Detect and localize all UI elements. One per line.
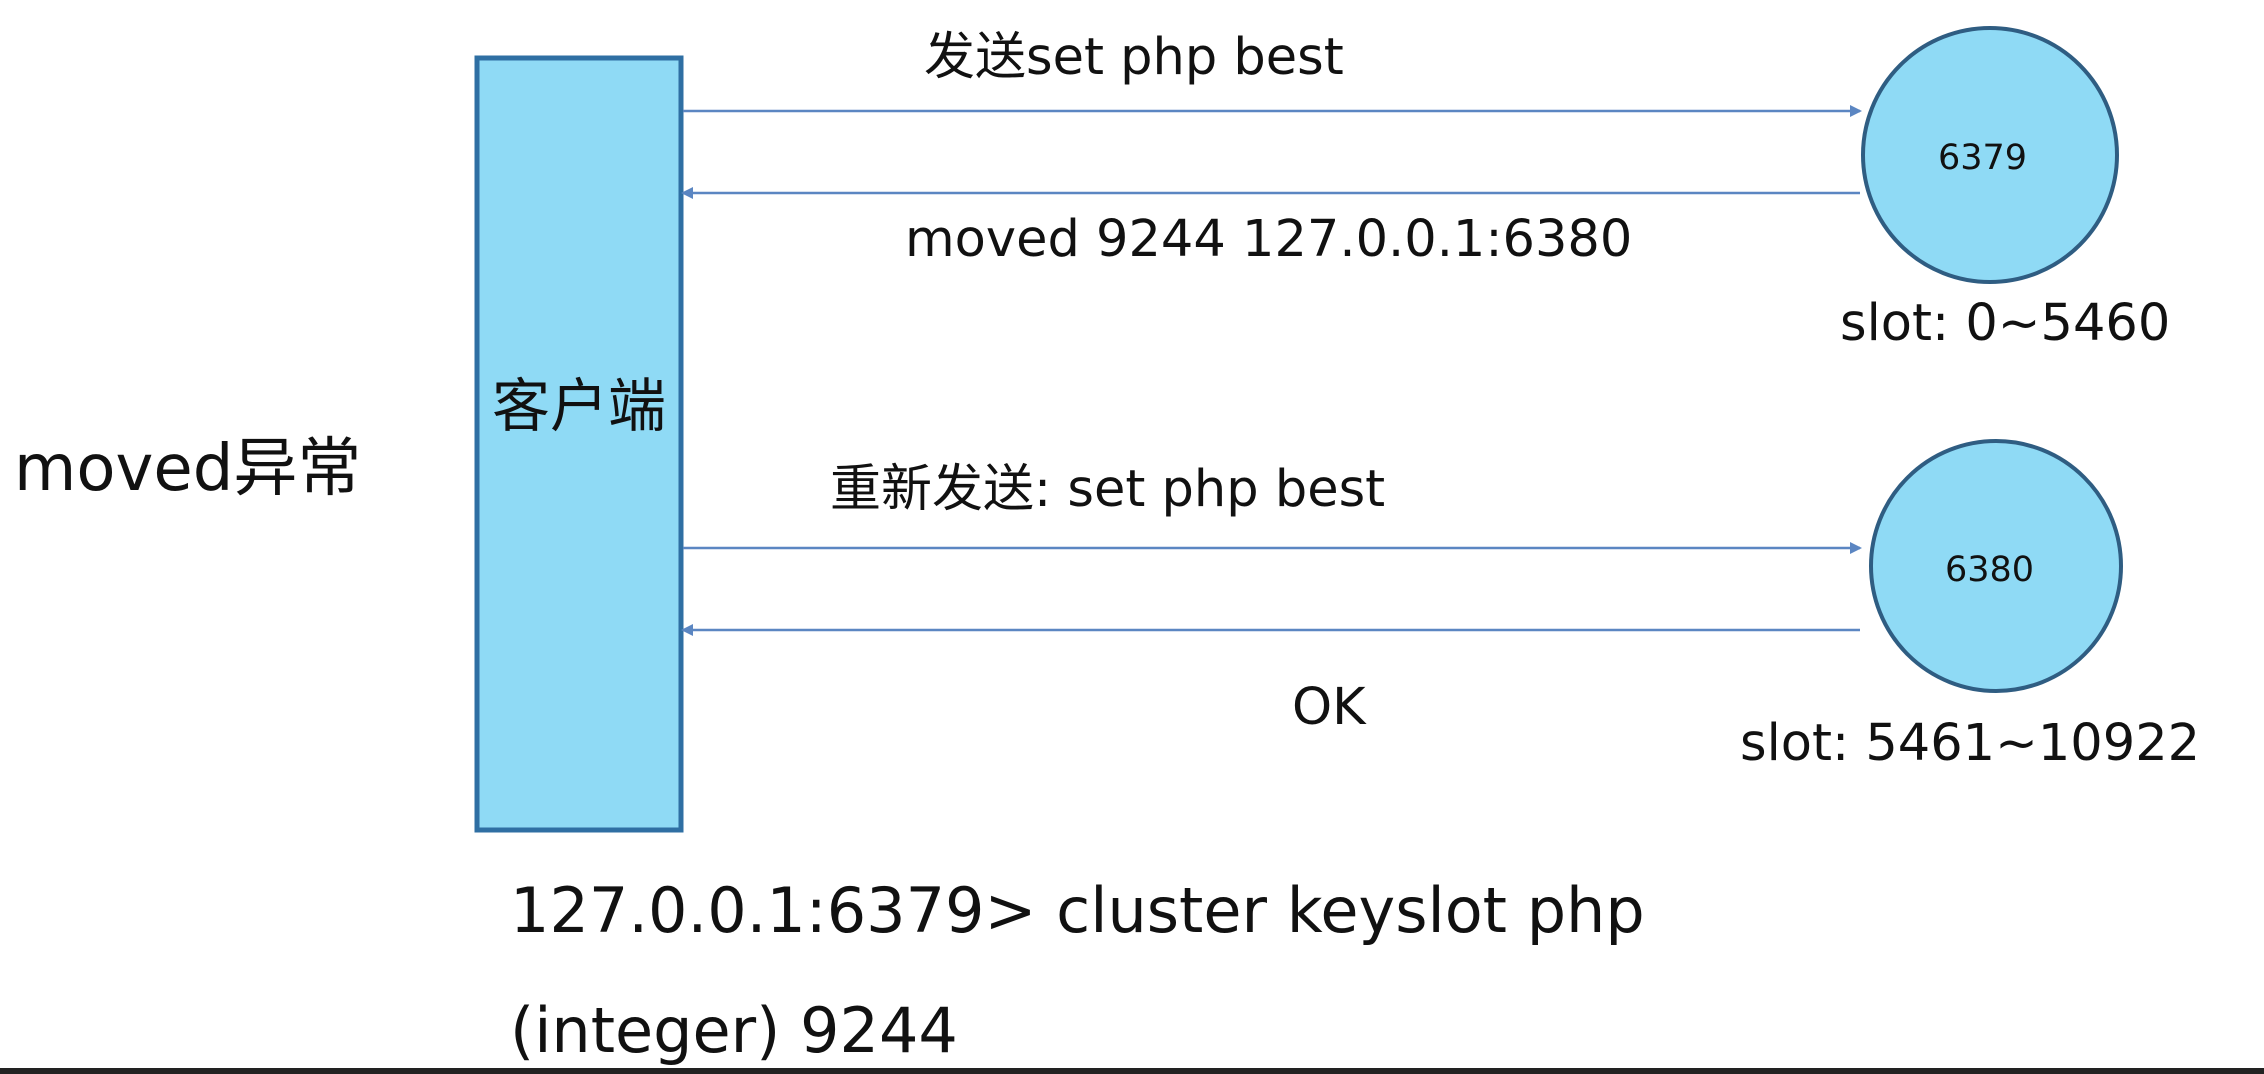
node-6380-port-label: 6380 [1945,550,2035,590]
bottom-divider [0,1068,2264,1074]
node-6379-slot-range: slot: 0~5460 [1840,294,2171,353]
terminal-command-line: 127.0.0.1:6379> cluster keyslot php [510,874,1645,947]
send-message-label: 发送set php best [924,28,1344,87]
node-6380-slot-range: slot: 5461~10922 [1740,714,2201,773]
resend-message-label: 重新发送: set php best [830,460,1386,519]
terminal-result-line: (integer) 9244 [510,994,958,1067]
node-6379-port-label: 6379 [1938,138,2028,178]
ok-message-label: OK [1292,678,1366,737]
moved-message-label: moved 9244 127.0.0.1:6380 [905,210,1633,269]
client-label: 客户端 [491,372,666,440]
node-6379-circle [1861,26,2119,284]
page-title: moved异常 [14,432,362,506]
node-6380-circle [1869,439,2123,693]
client-box [474,55,684,833]
